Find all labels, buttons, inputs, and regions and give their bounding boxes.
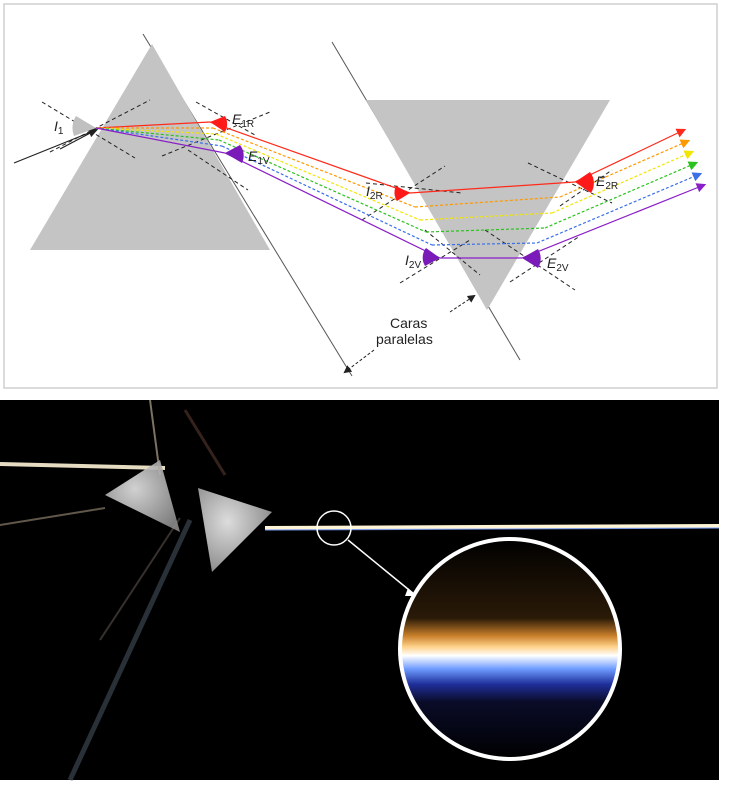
glass-prism-2: [198, 488, 272, 572]
dispersion-photo: [0, 400, 720, 782]
rays-prism1: [95, 121, 226, 154]
angle-e2r-wedge: [575, 172, 594, 193]
reflected-beam-lower2: [99, 517, 181, 641]
label-i2r: I2R: [366, 183, 383, 202]
prism-left: [30, 44, 270, 250]
angle-i1-wedge: [72, 116, 96, 136]
label-i1: I1: [54, 118, 64, 137]
exit-beam-blue-edge: [264, 527, 720, 531]
magnifier-pointer: [347, 539, 415, 595]
label-e2r: E2R: [596, 173, 618, 192]
label-i2v: I2V: [405, 252, 421, 271]
rays-prism2: [409, 181, 576, 259]
angle-e1v-wedge: [225, 145, 244, 163]
prism-right: [366, 100, 610, 310]
angle-i2r-wedge: [394, 186, 410, 201]
label-e1v: E1V: [248, 148, 270, 167]
glass-prism-1: [105, 460, 180, 532]
label-e1r: E1R: [232, 111, 254, 130]
incoming-ray-tail: [59, 129, 97, 150]
angle-i2v-wedge: [422, 248, 440, 266]
reflected-beam-left: [0, 507, 106, 526]
exit-beam: [264, 524, 720, 530]
angle-e1r-wedge: [210, 116, 228, 132]
caption-arrow-left: [343, 349, 375, 374]
caption-paralelas: paralelas: [376, 331, 433, 347]
rays-between: [209, 121, 441, 259]
incoming-ray: [13, 128, 99, 164]
incoming-white-beam: [0, 462, 166, 470]
magnifier-small-circle: [316, 510, 352, 546]
caption-caras: Caras: [390, 315, 427, 331]
photo-background: [0, 400, 719, 780]
angle-e2v-wedge: [522, 249, 541, 268]
magnifier-large-circle: [398, 537, 622, 761]
dispersion-diagram: I1 E1R E1V I2R I2V E2R E2V Caras paralel…: [3, 3, 718, 389]
magnified-inset: [400, 539, 620, 759]
rays-exit: [521, 128, 707, 259]
reflected-beam-upper2: [183, 409, 227, 476]
label-e2v: E2V: [547, 255, 569, 274]
reflected-beam-lower: [67, 518, 193, 782]
